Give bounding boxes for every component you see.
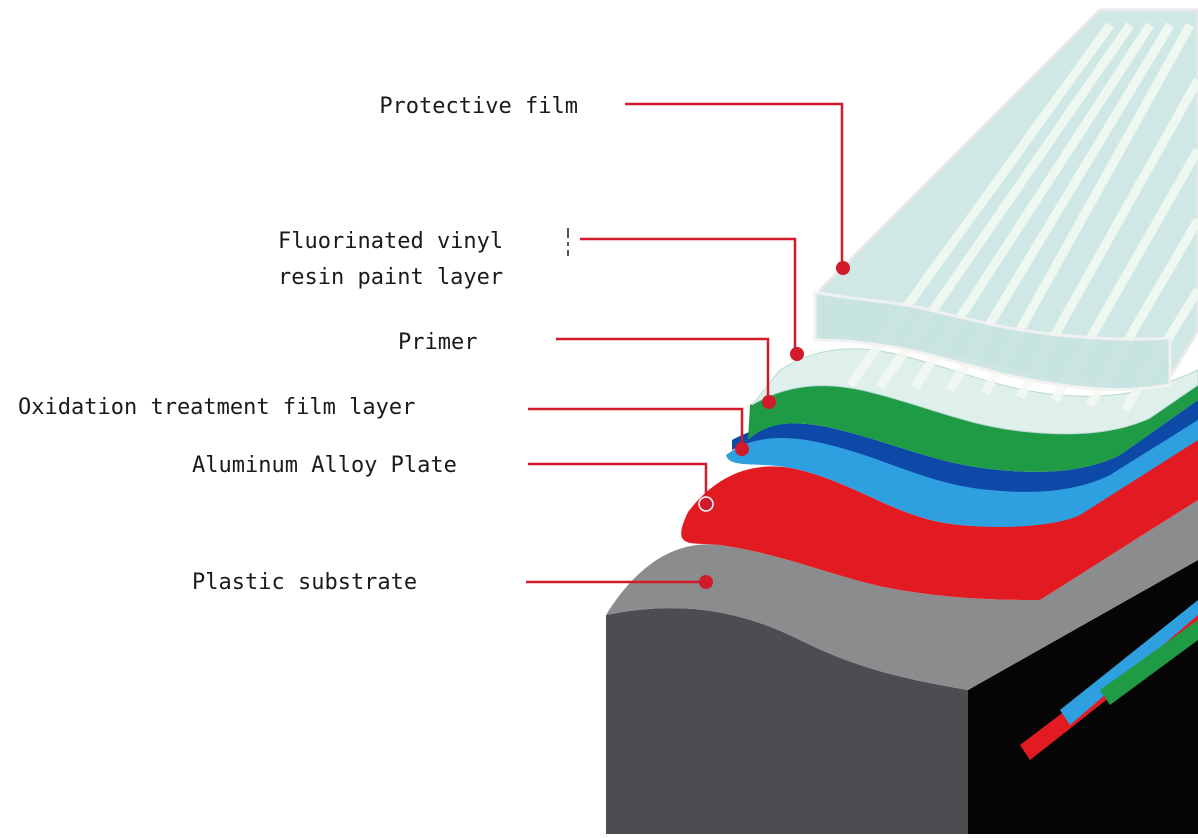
back-side-green-stripe bbox=[1100, 620, 1198, 705]
leader-protective-film bbox=[625, 102, 844, 268]
leader-fluorinated bbox=[580, 237, 797, 352]
aluminum-layer bbox=[681, 430, 1198, 600]
label-fluorinated-line2: resin paint layer bbox=[278, 265, 504, 290]
oxidation-layer-dark bbox=[732, 400, 1198, 492]
leader-primer bbox=[556, 337, 770, 400]
marker-plastic bbox=[699, 575, 713, 589]
plastic-substrate-top bbox=[606, 500, 1198, 690]
label-plastic: Plastic substrate bbox=[192, 570, 418, 595]
label-aluminum: Aluminum Alloy Plate bbox=[192, 453, 457, 478]
leader-oxidation bbox=[528, 407, 744, 447]
protective-film-edge bbox=[813, 290, 1172, 392]
back-side-blue-stripe bbox=[1060, 600, 1198, 725]
marker-oxidation bbox=[735, 442, 749, 456]
marker-protective-film bbox=[836, 261, 850, 275]
label-protective-film: Protective film bbox=[379, 94, 578, 119]
leader-lines bbox=[526, 102, 844, 584]
label-primer: Primer bbox=[398, 330, 478, 355]
label-oxidation: Oxidation treatment film layer bbox=[18, 395, 416, 420]
plastic-substrate-front bbox=[606, 608, 968, 834]
marker-fluorinated bbox=[790, 347, 804, 361]
marker-dots bbox=[698, 261, 850, 589]
leader-aluminum bbox=[528, 462, 708, 502]
label-fluorinated-line1: Fluorinated vinyl bbox=[278, 229, 504, 254]
primer-layer bbox=[748, 380, 1198, 472]
marker-aluminum bbox=[698, 496, 714, 512]
oxidation-layer-light bbox=[726, 410, 1198, 527]
marker-primer bbox=[762, 395, 776, 409]
